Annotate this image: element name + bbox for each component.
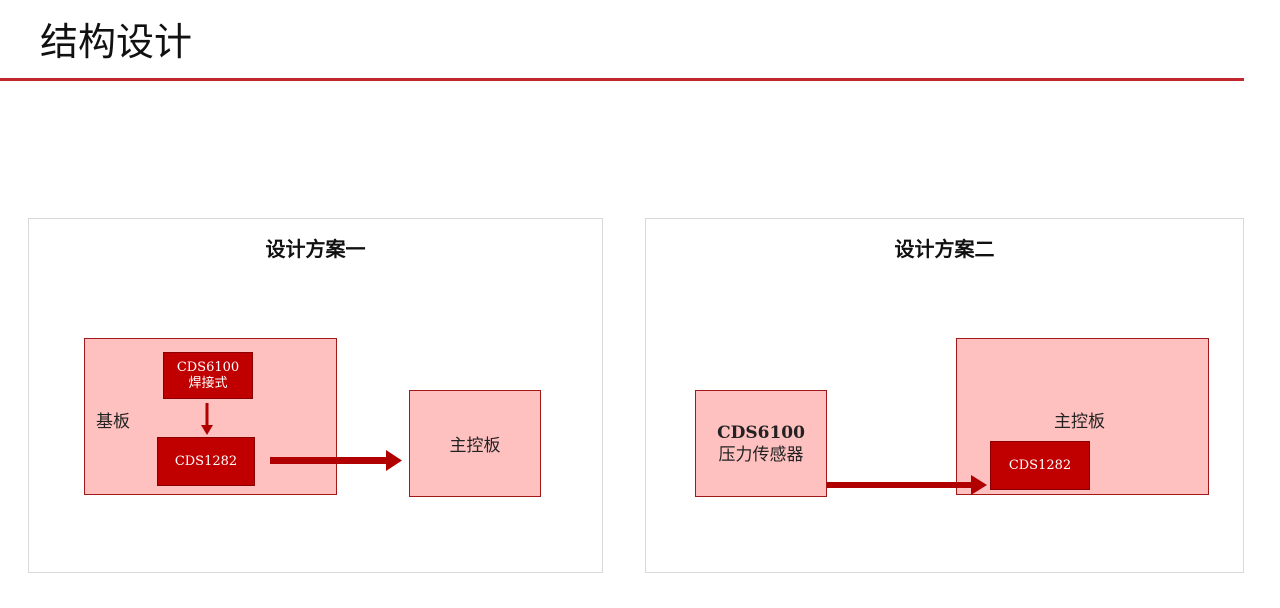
chip-cds1282: CDS1282 <box>157 437 255 486</box>
scheme-1-panel: 设计方案一 基板 CDS6100 焊接式 CDS1282 主控板 <box>28 218 603 573</box>
scheme-1-title: 设计方案一 <box>265 237 366 261</box>
sensor-name: CDS6100 <box>717 422 805 443</box>
chip-cds1282: CDS1282 <box>990 441 1090 490</box>
chip-to-main-arrow <box>270 450 402 471</box>
chip-label: CDS1282 <box>174 454 238 469</box>
sensor-to-chip-arrow <box>201 403 213 435</box>
sensor-type: 焊接式 <box>188 375 228 391</box>
chip-label: CDS1282 <box>1008 458 1072 473</box>
sensor-name: CDS6100 <box>176 359 240 375</box>
main-board-label: 主控板 <box>449 436 501 456</box>
main-board-label: 主控板 <box>1054 412 1105 432</box>
page-title: 结构设计 <box>40 20 193 64</box>
base-board-label: 基板 <box>96 412 130 432</box>
title-divider <box>0 78 1244 81</box>
sensor-type: 压力传感器 <box>718 444 804 465</box>
sensor-cds6100-welded: CDS6100 焊接式 <box>163 352 253 399</box>
pressure-sensor-cds6100: CDS6100 压力传感器 <box>695 390 827 497</box>
scheme-2-title: 设计方案二 <box>894 237 995 261</box>
main-control-board: 主控板 <box>409 390 541 497</box>
scheme-2-panel: 设计方案二 CDS6100 压力传感器 主控板 CDS1282 <box>645 218 1244 573</box>
sensor-to-chip-arrow <box>827 475 987 495</box>
